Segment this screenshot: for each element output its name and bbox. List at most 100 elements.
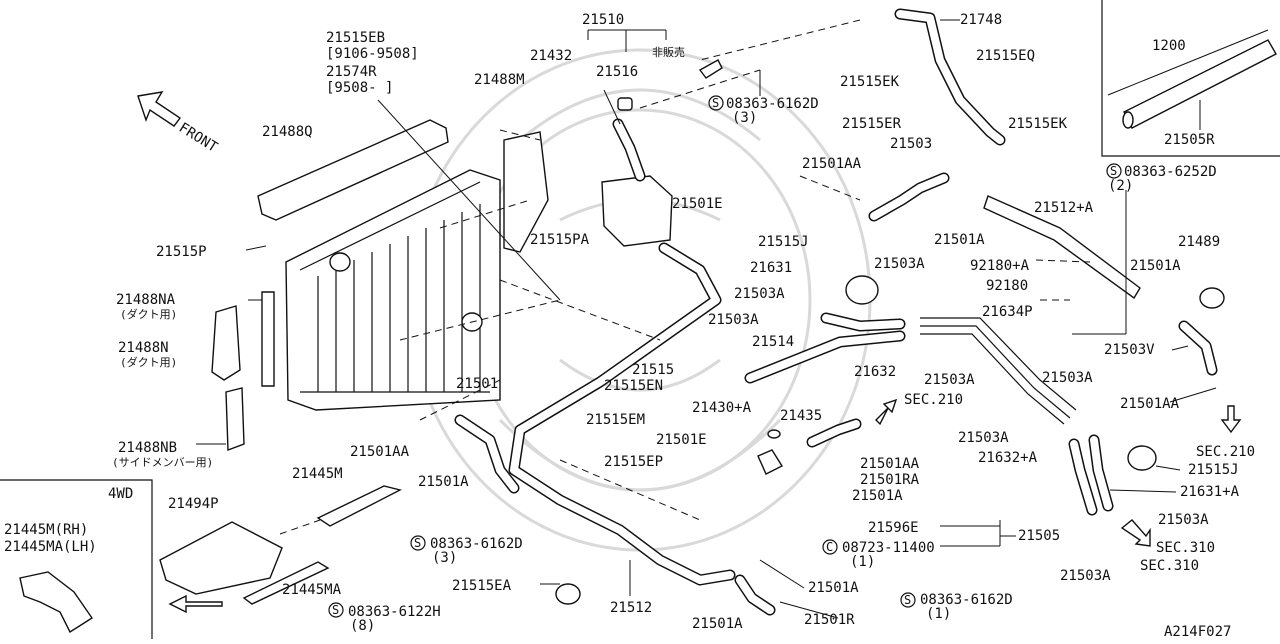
label-21501a-bottom2: 21501A bbox=[692, 616, 743, 632]
clamp-21435 bbox=[767, 429, 781, 439]
inset-4wd-label-lh: 21445MA(LH) bbox=[4, 539, 97, 555]
label-qty-3-mid: (3) bbox=[432, 550, 457, 566]
label-21503a-3: 21503A bbox=[708, 312, 759, 328]
label-21488m: 21488M bbox=[474, 72, 525, 88]
label-duct-2: (ダクト用) bbox=[120, 355, 177, 369]
label-21515pa: 21515PA bbox=[530, 232, 590, 248]
inset-hose: 1200 21505R bbox=[1101, 0, 1280, 157]
label-21501a-mid: 21501A bbox=[852, 488, 903, 504]
label-21503a-7: 21503A bbox=[1158, 512, 1209, 528]
bolt-top bbox=[698, 59, 723, 79]
label-08363-6122h: 08363-6122H bbox=[348, 604, 441, 620]
label-21501e-top: 21501E bbox=[672, 196, 723, 212]
reservoir-tank bbox=[601, 175, 673, 247]
label-21505: 21505 bbox=[1018, 528, 1060, 544]
label-21503a-5: 21503A bbox=[1042, 370, 1093, 386]
label-21574r: 21574R bbox=[326, 64, 377, 80]
label-08363-6162d-bottom: 08363-6162D bbox=[920, 592, 1013, 608]
dashed-leaders bbox=[279, 19, 1091, 535]
label-92180: 92180 bbox=[986, 278, 1028, 294]
bracket-21445ma bbox=[242, 561, 330, 605]
s-bolt-icon bbox=[410, 535, 426, 551]
label-21494p: 21494P bbox=[168, 496, 219, 512]
clamp-21515j-top bbox=[845, 275, 879, 305]
shroud-21488m bbox=[503, 131, 549, 253]
svg-text:C: C bbox=[826, 540, 833, 554]
label-qty-8: (8) bbox=[350, 618, 375, 634]
label-21515ea: 21515EA bbox=[452, 578, 512, 594]
label-21631: 21631 bbox=[750, 260, 792, 276]
label-21445m: 21445M bbox=[292, 466, 343, 482]
label-21515eq: 21515EQ bbox=[976, 48, 1035, 64]
label-21512a: 21512+A bbox=[1034, 200, 1094, 216]
label-21515er: 21515ER bbox=[842, 116, 902, 132]
inset-4wd-label-rh: 21445M(RH) bbox=[4, 522, 88, 538]
duct-21488n bbox=[211, 305, 241, 381]
c-bolt-icon bbox=[822, 539, 838, 555]
label-21488n: 21488N bbox=[118, 340, 169, 356]
label-21515: 21515 bbox=[632, 362, 674, 378]
label-21515ek-2: 21515EK bbox=[1008, 116, 1068, 132]
label-21514: 21514 bbox=[752, 334, 794, 350]
label-21631a: 21631+A bbox=[1180, 484, 1240, 500]
label-21501r: 21501R bbox=[804, 612, 855, 628]
label-21501aa-mid2: 21501AA bbox=[860, 456, 920, 472]
label-21512: 21512 bbox=[610, 600, 652, 616]
label-21501a-top: 21501A bbox=[934, 232, 985, 248]
label-21503a-4: 21503A bbox=[924, 372, 975, 388]
inset-4wd-title: 4WD bbox=[108, 486, 133, 502]
label-date-9508: [9508- ] bbox=[326, 80, 393, 96]
label-21515j-right: 21515J bbox=[1188, 462, 1239, 478]
label-21445ma: 21445MA bbox=[282, 582, 342, 598]
label-qty-1-bottom: (1) bbox=[926, 606, 951, 622]
radiator bbox=[285, 169, 501, 411]
duct-21488na bbox=[261, 291, 275, 387]
part-labels: 21510 21748 21515EB [9106-9508] 21574R [… bbox=[112, 12, 1255, 640]
svg-text:S: S bbox=[414, 536, 421, 550]
svg-text:S: S bbox=[1110, 164, 1117, 178]
label-08723-11400: 08723-11400 bbox=[842, 540, 935, 556]
svg-text:S: S bbox=[332, 603, 339, 617]
s-bolt-icon bbox=[1106, 163, 1122, 179]
label-sec310-b: SEC.310 bbox=[1140, 558, 1199, 574]
bottom-left-arrow-icon bbox=[168, 594, 223, 614]
cap-21430a bbox=[757, 449, 784, 475]
label-qty-1-c: (1) bbox=[850, 554, 875, 570]
label-21489: 21489 bbox=[1178, 234, 1220, 250]
sec210-arrow-right-icon bbox=[1220, 405, 1242, 434]
label-08363-6162d-mid: 08363-6162D bbox=[430, 536, 523, 552]
label-21501aa-mid: 21501AA bbox=[350, 444, 410, 460]
front-arrow-icon bbox=[137, 91, 182, 127]
svg-text:S: S bbox=[712, 96, 719, 110]
svg-text:S: S bbox=[904, 593, 911, 607]
radiator-upper-support bbox=[257, 119, 449, 221]
figure-code: A214F027 bbox=[1164, 624, 1231, 639]
label-21515em: 21515EM bbox=[586, 412, 645, 428]
label-21516: 21516 bbox=[596, 64, 638, 80]
clamp-21489 bbox=[1199, 287, 1225, 309]
front-arrow: FRONT bbox=[137, 91, 221, 156]
label-sec310-a: SEC.310 bbox=[1156, 540, 1215, 556]
inset-4wd: 4WD 21445M(RH) 21445MA(LH) bbox=[0, 479, 153, 639]
inset-hose-part: 21505R bbox=[1164, 132, 1215, 148]
inset-hose-length: 1200 bbox=[1152, 38, 1186, 54]
label-21503a-2: 21503A bbox=[734, 286, 785, 302]
side-member-duct bbox=[225, 387, 245, 451]
front-label: FRONT bbox=[176, 120, 221, 156]
label-21432: 21432 bbox=[530, 48, 572, 64]
label-21501ra: 21501RA bbox=[860, 472, 920, 488]
label-08363-6252d: 08363-6252D bbox=[1124, 164, 1217, 180]
sec210-arrow-top-icon bbox=[875, 398, 898, 426]
label-21515ek-1: 21515EK bbox=[840, 74, 900, 90]
label-21488na: 21488NA bbox=[116, 292, 176, 308]
cap-21516 bbox=[617, 97, 633, 111]
label-92180a: 92180+A bbox=[970, 258, 1030, 274]
clamp-21515ea bbox=[555, 583, 581, 605]
label-21430a: 21430+A bbox=[692, 400, 752, 416]
label-21435: 21435 bbox=[780, 408, 822, 424]
leader-lines bbox=[196, 19, 1217, 619]
label-21748: 21748 bbox=[960, 12, 1002, 28]
label-21488nb: 21488NB bbox=[118, 440, 177, 456]
label-21501e-mid: 21501E bbox=[656, 432, 707, 448]
label-21503a-6: 21503A bbox=[958, 430, 1009, 446]
